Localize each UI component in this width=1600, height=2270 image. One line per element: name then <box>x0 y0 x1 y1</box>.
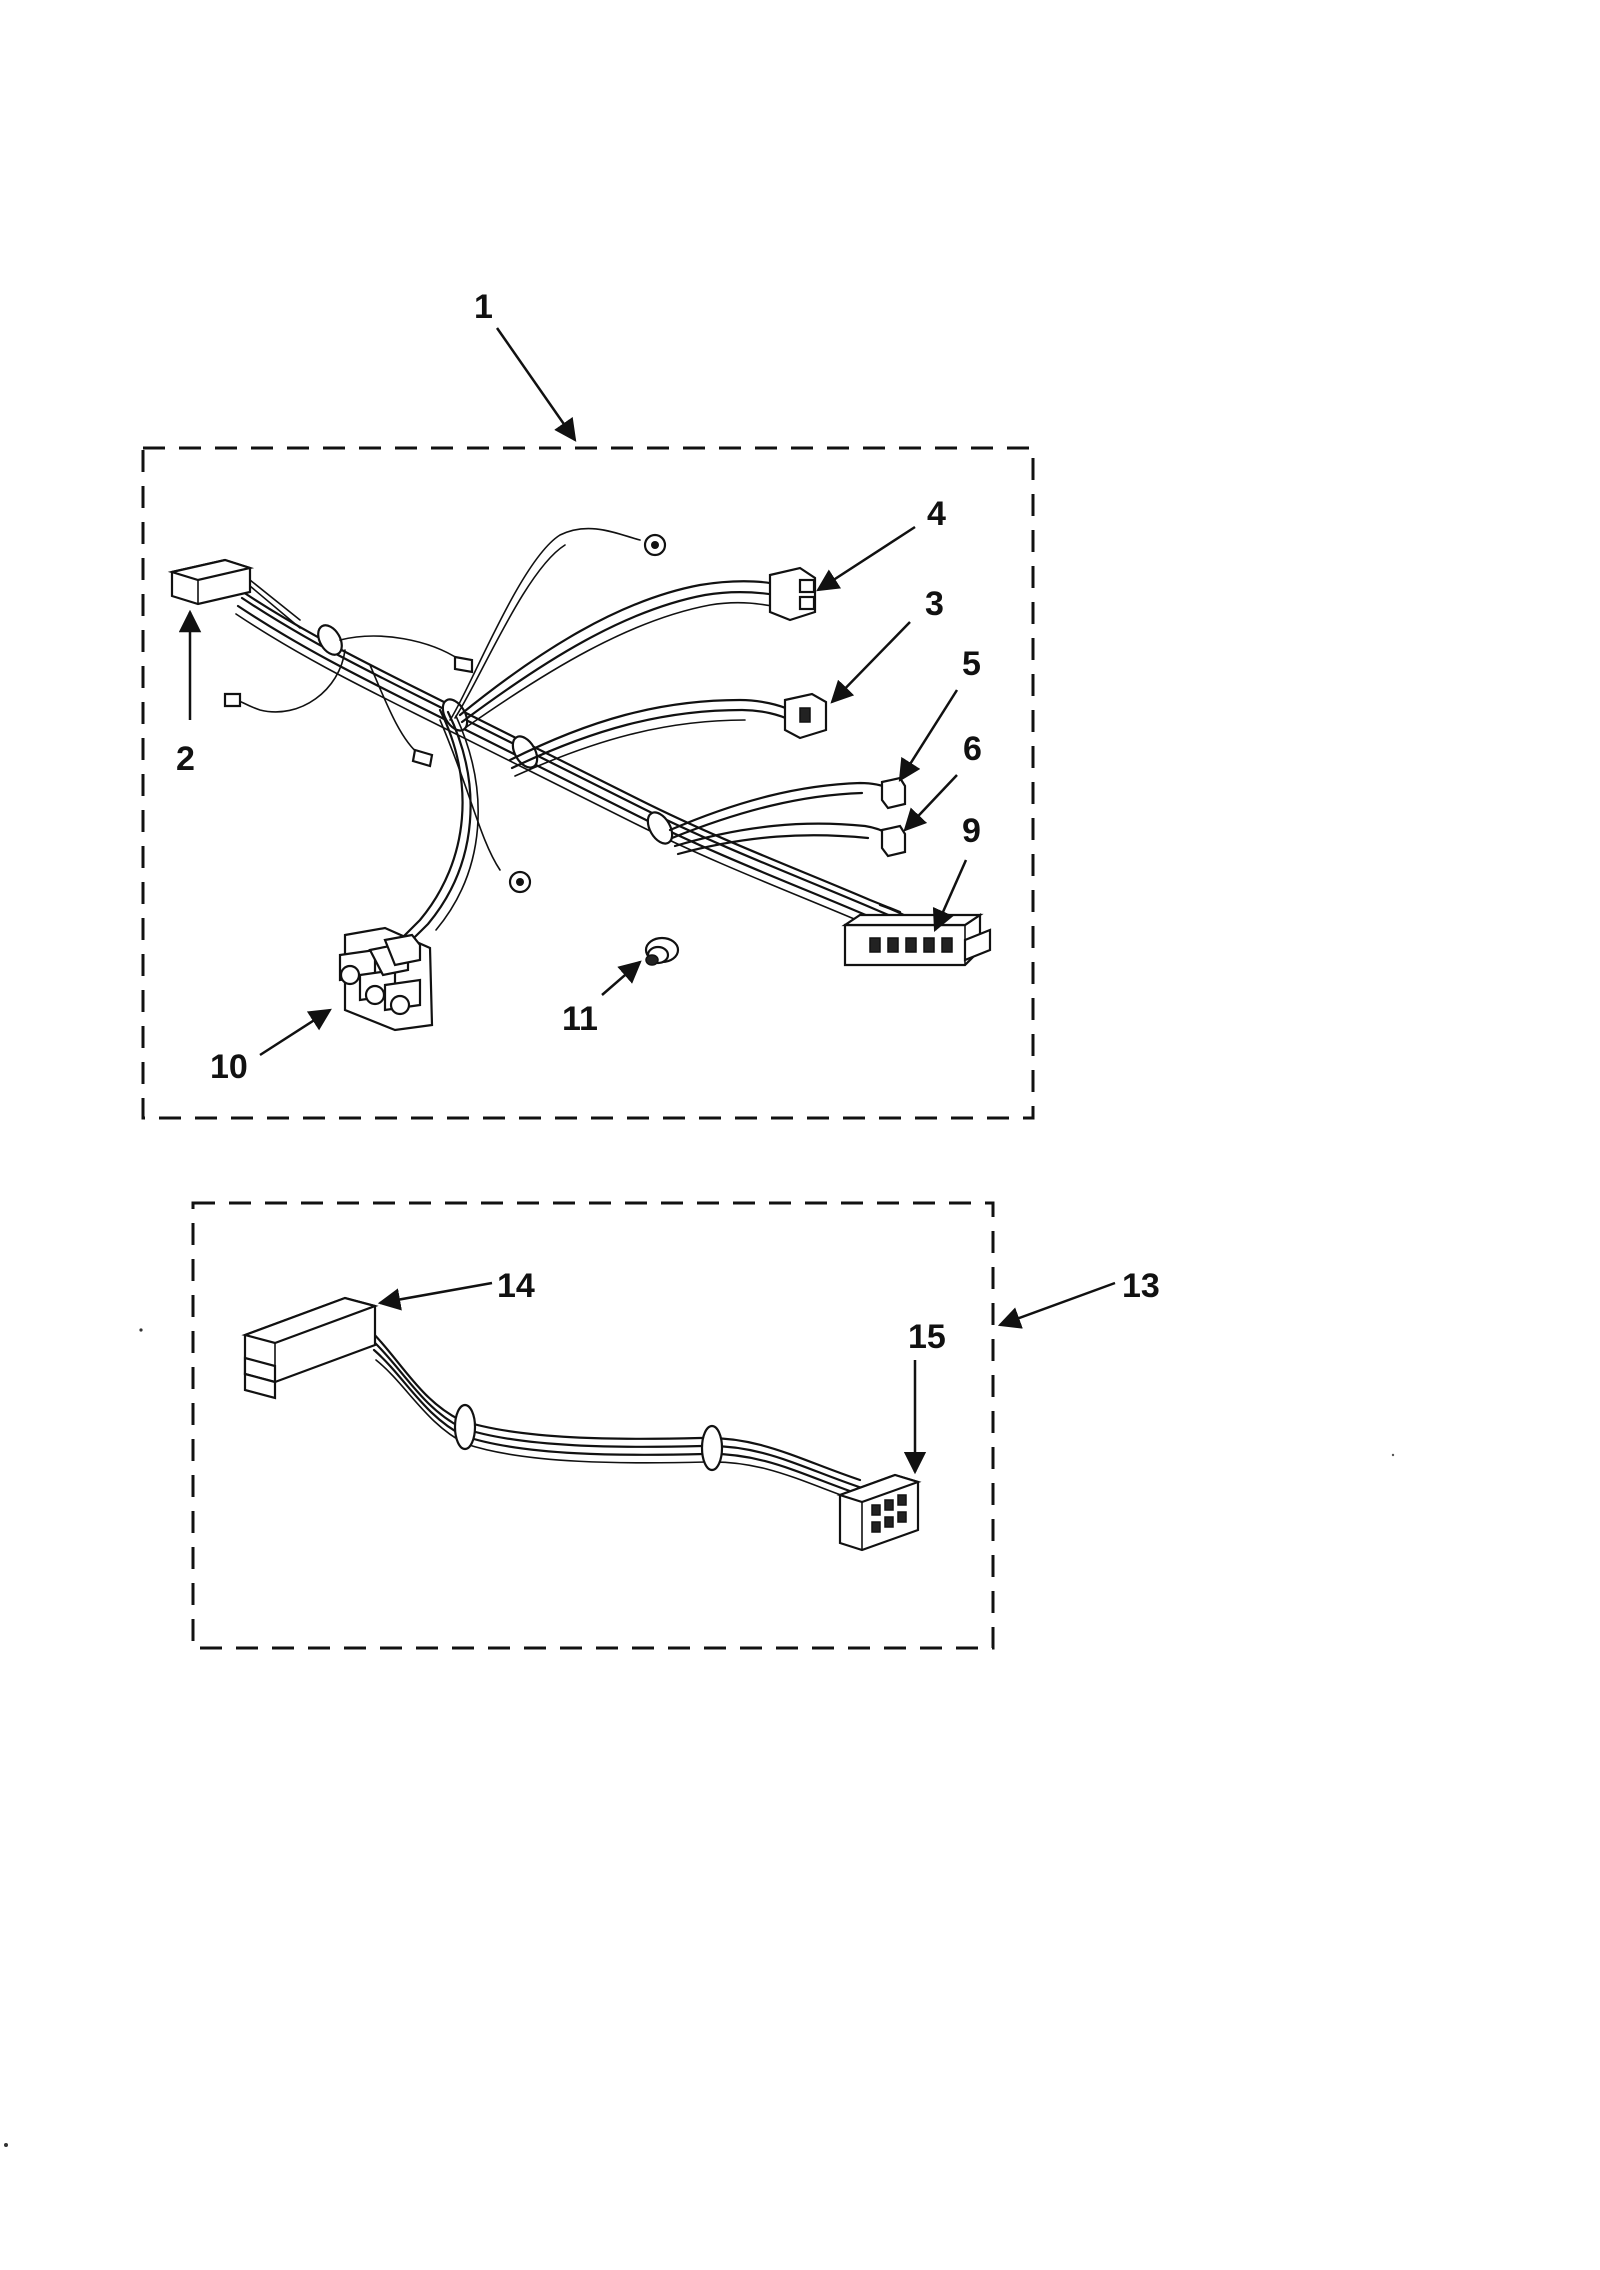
branch-connectors-5-6 <box>668 776 907 858</box>
ring-terminal-top <box>449 527 667 721</box>
callout-10: 10 <box>210 1048 248 1086</box>
branch-connector-10 <box>383 708 479 960</box>
callout-15: 15 <box>908 1318 946 1356</box>
wire-harness-assembly-1 <box>141 327 1035 1120</box>
callout-11: 11 <box>562 1000 598 1038</box>
jumper-cable <box>368 1328 867 1505</box>
callout-6: 6 <box>963 730 982 768</box>
scan-specks <box>4 1328 1395 2147</box>
callout-14: 14 <box>497 1267 535 1305</box>
connector-10 <box>338 926 434 1032</box>
callout-1: 1 <box>474 288 493 326</box>
branch-connector-3 <box>508 692 828 777</box>
assembly-13-boundary <box>191 1201 995 1650</box>
connector-15 <box>836 1473 922 1552</box>
connector-9 <box>841 903 992 967</box>
callout-labels: 1 2 3 4 5 6 9 10 11 13 14 15 <box>176 288 1160 1356</box>
callout-5: 5 <box>962 645 981 683</box>
callout-2: 2 <box>176 740 195 778</box>
branch-connector-4 <box>458 566 817 729</box>
callout-13: 13 <box>1122 1267 1160 1305</box>
callout-9: 9 <box>962 812 981 850</box>
assembly-1-boundary <box>141 446 1035 1120</box>
callout-leaders-assembly-1 <box>178 327 968 1057</box>
wire-harness-assembly-13 <box>191 1201 1116 1650</box>
connector-14 <box>241 1296 379 1400</box>
grommet-11 <box>644 936 680 966</box>
spade-terminals <box>223 635 532 894</box>
callout-leaders-assembly-13 <box>377 1281 1116 1475</box>
callout-4: 4 <box>927 495 946 533</box>
callout-3: 3 <box>925 585 944 623</box>
connector-2 <box>167 558 301 629</box>
